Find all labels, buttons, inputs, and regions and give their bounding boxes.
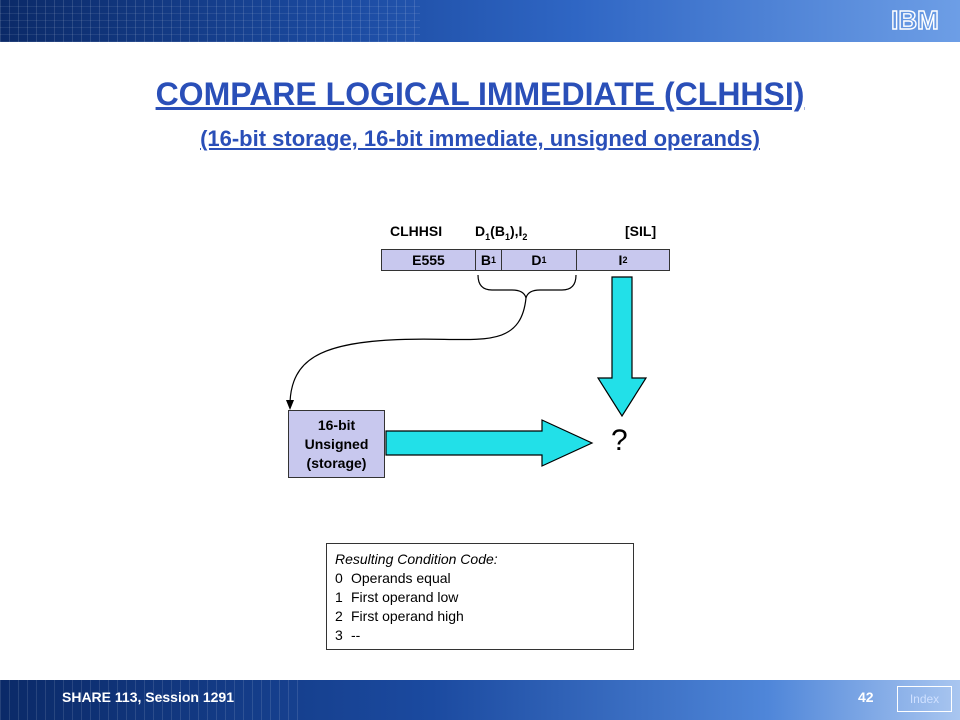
mnemonic-label: CLHHSI (390, 223, 443, 239)
header-banner: IBM (0, 0, 960, 42)
footer-pattern (0, 680, 300, 720)
operand-brace (477, 274, 577, 299)
page-subtitle: (16-bit storage, 16-bit immediate, unsig… (200, 126, 760, 151)
session-label: SHARE 113, Session 1291 (62, 689, 234, 705)
storage-line-1: 16-bit (317, 416, 356, 433)
page-title: COMPARE LOGICAL IMMEDIATE (CLHHSI) (155, 76, 805, 112)
header-pattern (0, 0, 420, 42)
storage-line-3: (storage) (306, 454, 367, 471)
connector-arrowhead (286, 400, 294, 410)
curved-connector-arrow (289, 297, 527, 403)
condition-code-row: 3-- (335, 627, 361, 643)
footer-banner (0, 680, 960, 720)
opcode-field: E555 (381, 249, 476, 271)
storage-right-arrow (385, 419, 594, 467)
storage-line-2: Unsigned (304, 435, 369, 452)
svg-text:IBM: IBM (891, 5, 939, 35)
immediate-down-arrow (596, 276, 648, 418)
ibm-logo: IBM (890, 4, 939, 35)
condition-code-heading: Resulting Condition Code: (335, 551, 498, 567)
result-question-mark: ? (611, 424, 628, 457)
operand-format-label: D1(B1),I2 (475, 223, 528, 242)
index-button[interactable]: Index (897, 686, 952, 712)
page-number: 42 (858, 689, 874, 705)
storage-operand-box: 16-bit Unsigned (storage) (288, 410, 385, 478)
format-label: [SIL] (625, 223, 657, 239)
